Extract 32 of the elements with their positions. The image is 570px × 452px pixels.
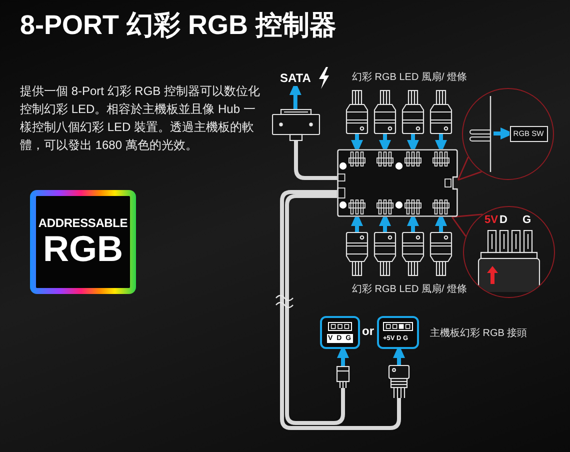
fan-strip-label: 幻彩 RGB LED 風扇/ 燈條: [352, 283, 468, 296]
callout-circle: [462, 88, 554, 180]
cable-plug: [388, 365, 410, 398]
callout-pointer: [457, 156, 482, 181]
or-label: or: [362, 324, 374, 339]
description-text: 提供一個 8-Port 幻彩 RGB 控制器可以数位化控制幻彩 LED。相容於主機板並且像 Hub 一樣控制八個幻彩 LED 裝置。透過主機板的軟體，可以發出 1680 萬色的光效。: [20, 83, 262, 154]
callout-pointer: [451, 214, 484, 237]
fan-strip-label: 幻彩 RGB LED 風扇/ 燈條: [352, 71, 468, 84]
header-label: 主機板幻彩 RGB 接頭: [430, 327, 528, 340]
page-title: 8-PORT 幻彩 RGB 控制器: [20, 9, 337, 42]
port-label: SATA: [280, 71, 311, 86]
sata-connector: [272, 109, 320, 141]
fan-connector: [345, 232, 369, 276]
fan-connector: [373, 90, 397, 134]
pin-label: 5V: [484, 214, 498, 226]
pin-label: G: [522, 214, 532, 226]
cable-plug: [336, 366, 350, 388]
cable: [285, 194, 345, 425]
header-panel: [377, 316, 419, 349]
fan-connector: [401, 232, 425, 276]
cable: [294, 141, 337, 180]
fan-connector: [345, 90, 369, 134]
badge-title: RGB: [43, 230, 123, 268]
pin-label: D: [500, 214, 508, 226]
header-panel: [320, 316, 360, 349]
fan-connector: [429, 90, 453, 134]
fan-connector: [373, 232, 397, 276]
fan-connector: [401, 90, 425, 134]
cable: [280, 190, 401, 430]
badge-caption: ADDRESSABLE: [38, 216, 128, 230]
controller-board: [337, 149, 458, 217]
fan-connector: [429, 232, 453, 276]
